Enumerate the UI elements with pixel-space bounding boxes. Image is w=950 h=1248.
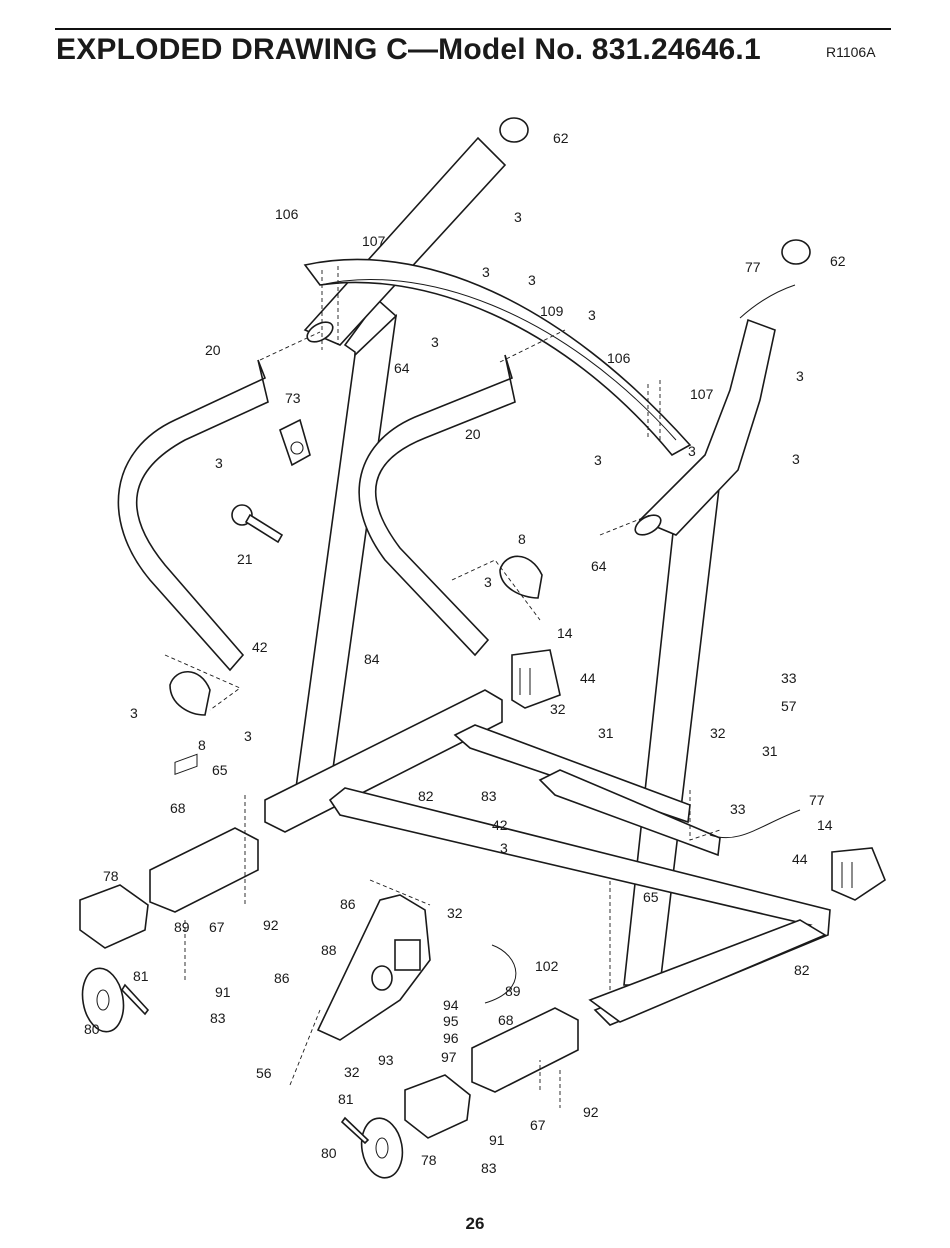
callout-20: 20 — [205, 342, 221, 358]
foot-89-right — [472, 1008, 578, 1092]
end-cap-62-right — [782, 240, 810, 264]
callout-44: 44 — [580, 670, 596, 686]
wheel-assembly-right — [342, 1075, 470, 1181]
callout-91: 91 — [215, 984, 231, 1000]
callout-21: 21 — [237, 551, 253, 567]
callout-3: 3 — [130, 705, 138, 721]
callout-91: 91 — [489, 1132, 505, 1148]
right-upright-tube — [624, 480, 720, 985]
callout-3: 3 — [688, 443, 696, 459]
callout-67: 67 — [530, 1117, 546, 1133]
callout-14: 14 — [817, 817, 833, 833]
page-number: 26 — [0, 1214, 950, 1234]
callout-77: 77 — [809, 792, 825, 808]
callout-80: 80 — [84, 1021, 100, 1037]
callout-89: 89 — [505, 983, 521, 999]
callout-32: 32 — [710, 725, 726, 741]
callout-3: 3 — [792, 451, 800, 467]
callout-97: 97 — [441, 1049, 457, 1065]
callout-57: 57 — [781, 698, 797, 714]
callout-42: 42 — [252, 639, 268, 655]
callout-3: 3 — [431, 334, 439, 350]
callout-64: 64 — [394, 360, 410, 376]
callout-102: 102 — [535, 958, 559, 974]
callout-96: 96 — [443, 1030, 459, 1046]
callout-83: 83 — [210, 1010, 226, 1026]
callout-83: 83 — [481, 1160, 497, 1176]
callout-3: 3 — [796, 368, 804, 384]
callout-65: 65 — [643, 889, 659, 905]
callout-95: 95 — [443, 1013, 459, 1029]
callout-32: 32 — [550, 701, 566, 717]
callout-81: 81 — [338, 1091, 354, 1107]
callout-33: 33 — [781, 670, 797, 686]
callout-92: 92 — [583, 1104, 599, 1120]
callout-3: 3 — [528, 272, 536, 288]
callout-73: 73 — [285, 390, 301, 406]
callout-33: 33 — [730, 801, 746, 817]
cover-44-left — [512, 650, 560, 708]
callout-107: 107 — [362, 233, 386, 249]
callout-82: 82 — [418, 788, 434, 804]
callout-65: 65 — [212, 762, 228, 778]
left-upper-arm — [304, 138, 505, 346]
callout-3: 3 — [244, 728, 252, 744]
callout-88: 88 — [321, 942, 337, 958]
hood-8-right — [500, 556, 542, 598]
callout-109: 109 — [540, 303, 564, 319]
callout-67: 67 — [209, 919, 225, 935]
callout-93: 93 — [378, 1052, 394, 1068]
callout-77: 77 — [745, 259, 761, 275]
callout-82: 82 — [794, 962, 810, 978]
callout-68: 68 — [170, 800, 186, 816]
callout-44: 44 — [792, 851, 808, 867]
callout-3: 3 — [484, 574, 492, 590]
foot-89-left — [150, 754, 258, 912]
callout-31: 31 — [598, 725, 614, 741]
callout-32: 32 — [344, 1064, 360, 1080]
callout-3: 3 — [215, 455, 223, 471]
callout-106: 106 — [275, 206, 299, 222]
wheel-assembly-left — [78, 885, 148, 1035]
callout-3: 3 — [588, 307, 596, 323]
callout-62: 62 — [553, 130, 569, 146]
end-cap-62-left — [500, 118, 528, 142]
callout-3: 3 — [482, 264, 490, 280]
callout-83: 83 — [481, 788, 497, 804]
callout-78: 78 — [103, 868, 119, 884]
callout-42: 42 — [492, 817, 508, 833]
callout-81: 81 — [133, 968, 149, 984]
callout-86: 86 — [340, 896, 356, 912]
callout-78: 78 — [421, 1152, 437, 1168]
callout-68: 68 — [498, 1012, 514, 1028]
incline-motor-88 — [318, 895, 430, 1040]
callout-92: 92 — [263, 917, 279, 933]
callout-62: 62 — [830, 253, 846, 269]
callout-80: 80 — [321, 1145, 337, 1161]
callout-64: 64 — [591, 558, 607, 574]
callout-3: 3 — [514, 209, 522, 225]
callout-8: 8 — [518, 531, 526, 547]
callout-89: 89 — [174, 919, 190, 935]
callout-3: 3 — [594, 452, 602, 468]
callout-56: 56 — [256, 1065, 272, 1081]
callout-31: 31 — [762, 743, 778, 759]
bracket-73 — [280, 420, 310, 465]
callout-94: 94 — [443, 997, 459, 1013]
cover-44-right — [832, 848, 885, 900]
callout-86: 86 — [274, 970, 290, 986]
callout-107: 107 — [690, 386, 714, 402]
callout-32: 32 — [447, 905, 463, 921]
knob-21 — [232, 505, 282, 542]
hood-8-left — [170, 672, 210, 715]
callout-14: 14 — [557, 625, 573, 641]
callout-20: 20 — [465, 426, 481, 442]
callout-106: 106 — [607, 350, 631, 366]
callout-8: 8 — [198, 737, 206, 753]
callout-3: 3 — [500, 840, 508, 856]
callout-84: 84 — [364, 651, 380, 667]
